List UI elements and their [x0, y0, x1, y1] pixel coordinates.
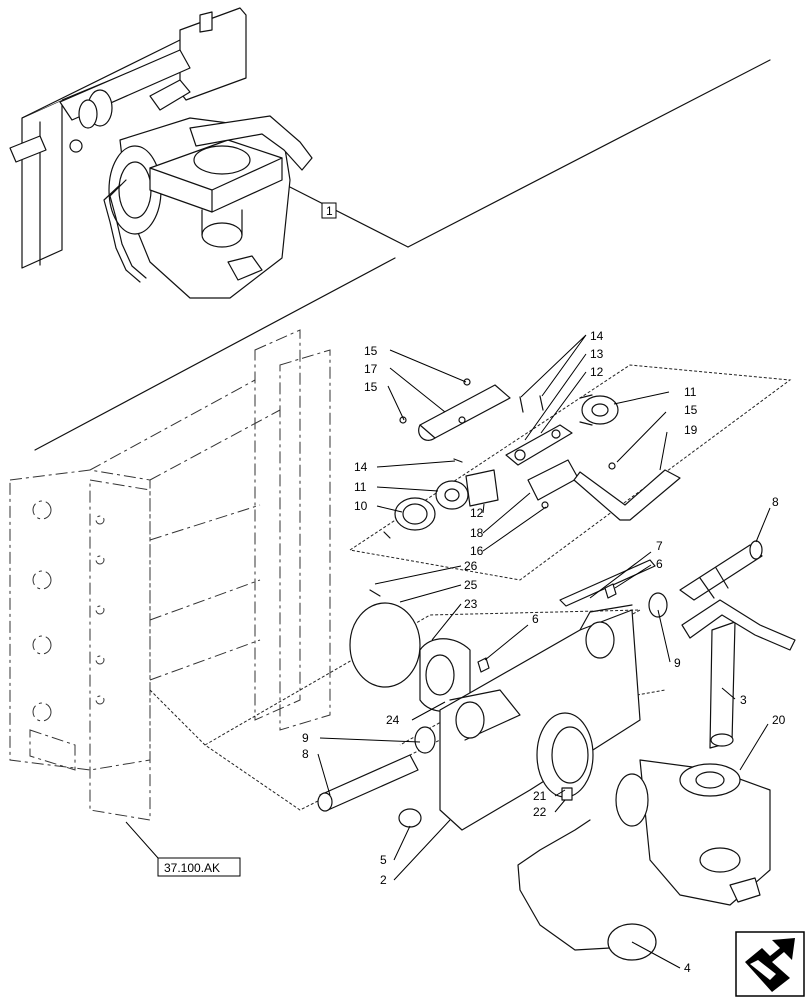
- callout-14-b: 14: [354, 460, 368, 474]
- callout-14-a: 14: [590, 329, 604, 343]
- callout-3: 3: [740, 693, 747, 707]
- callout-4: 4: [684, 961, 691, 975]
- reference-label: 37.100.AK: [164, 861, 220, 875]
- callout-1: 1: [326, 204, 333, 218]
- callout-23: 23: [464, 597, 478, 611]
- callout-6-b: 6: [532, 612, 539, 626]
- callout-22: 22: [533, 805, 547, 819]
- callout-17: 17: [364, 362, 378, 376]
- callout-16: 16: [470, 544, 484, 558]
- callout-11-b: 11: [354, 480, 367, 494]
- exploded-parts: [317, 378, 796, 961]
- callout-9-a: 9: [674, 656, 681, 670]
- callout-26: 26: [464, 559, 478, 573]
- tractor-frame-phantom: [9, 329, 331, 821]
- callout-7: 7: [656, 539, 663, 553]
- callout-20: 20: [772, 713, 786, 727]
- callout-10: 10: [354, 499, 368, 513]
- hitch-assembly-overview: [9, 7, 771, 451]
- callout-2: 2: [380, 873, 387, 887]
- leader-lines: [125, 334, 771, 969]
- reference-box: [157, 857, 241, 877]
- callout-24: 24: [386, 713, 400, 727]
- callout-6-a: 6: [656, 557, 663, 571]
- callout-5: 5: [380, 853, 387, 867]
- callout-15-a: 15: [364, 344, 378, 358]
- callout-15-c: 15: [684, 403, 698, 417]
- callout-21: 21: [533, 789, 547, 803]
- callout-19: 19: [684, 423, 698, 437]
- callout-9-b: 9: [302, 731, 309, 745]
- next-page-arrow-icon[interactable]: [735, 931, 805, 997]
- callout-11-a: 11: [684, 385, 697, 399]
- callout-18: 18: [470, 526, 484, 540]
- callout-8-a: 8: [772, 495, 779, 509]
- callout-15-b: 15: [364, 380, 378, 394]
- callout-12-a: 12: [590, 365, 604, 379]
- callout-box-1: [321, 202, 337, 219]
- callout-25: 25: [464, 578, 478, 592]
- callout-labels: 1 15 17 15 14 13 12 11 15 19 14 11 10 12…: [157, 202, 786, 975]
- callout-12-b: 12: [470, 506, 484, 520]
- callout-8-b: 8: [302, 747, 309, 761]
- callout-13: 13: [590, 347, 604, 361]
